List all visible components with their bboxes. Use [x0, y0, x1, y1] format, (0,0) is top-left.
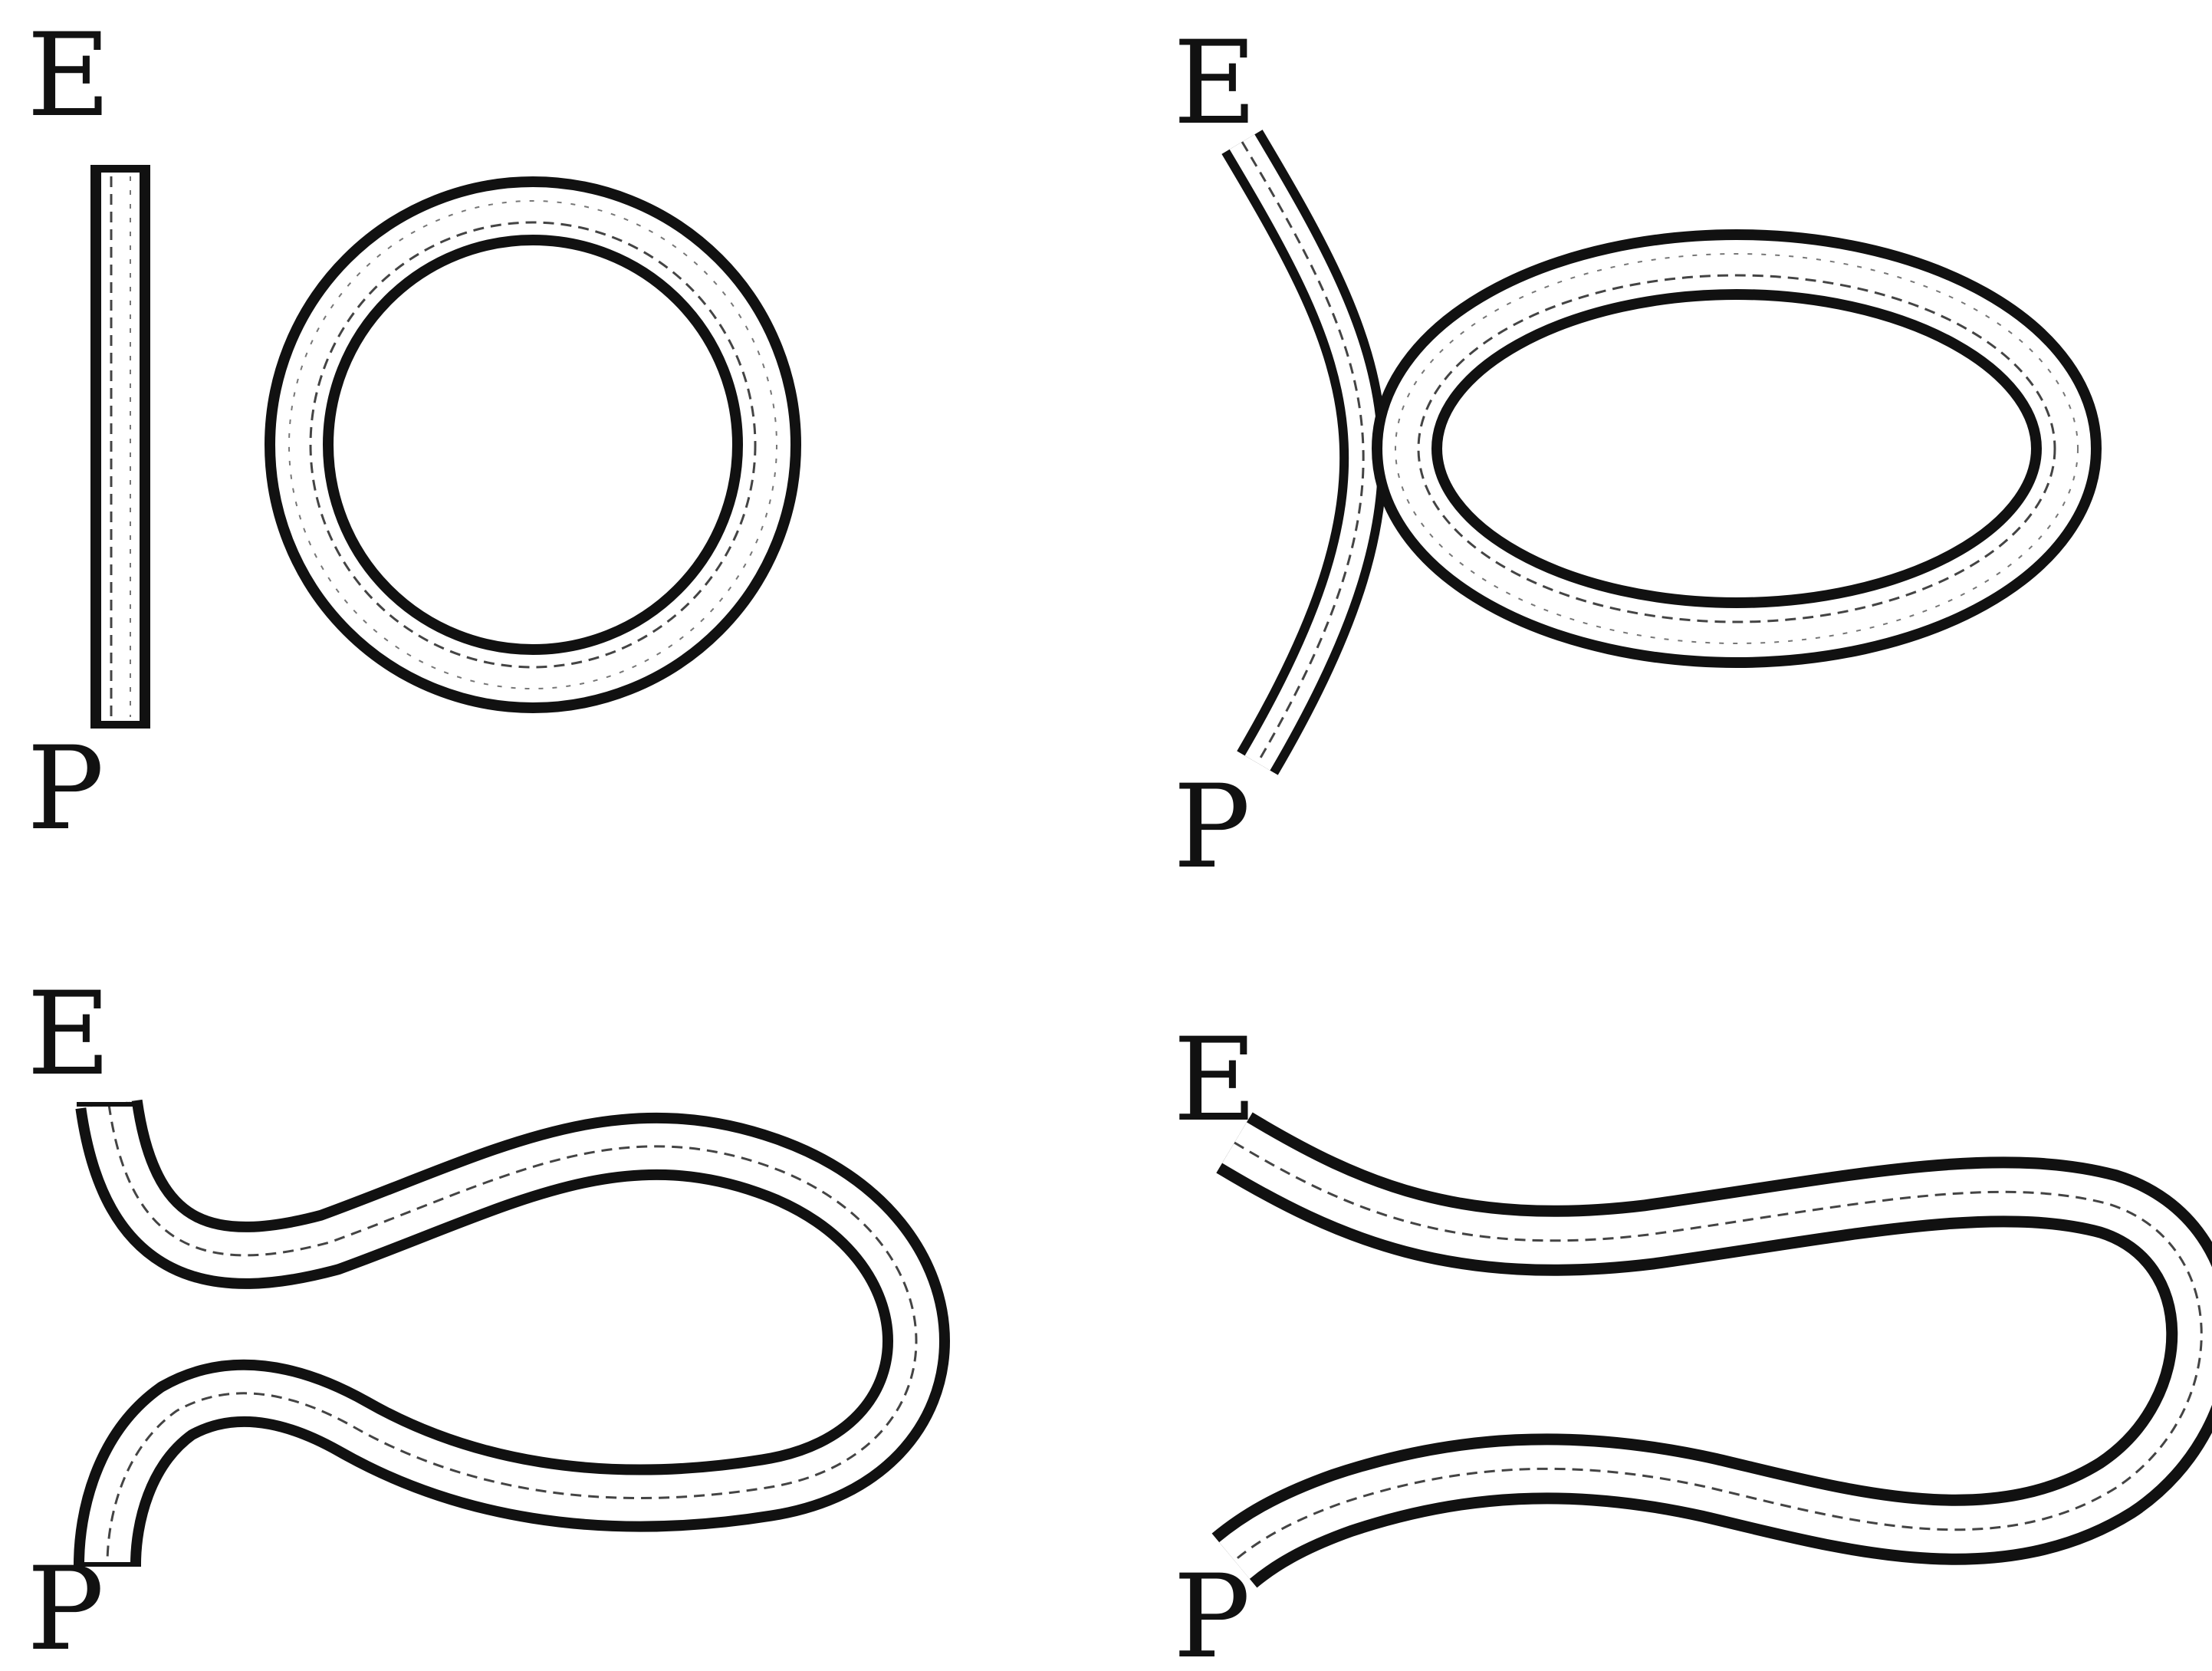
- panel-3-bottom-label: P: [27, 1543, 104, 1671]
- panel-2: E P: [1173, 17, 2078, 894]
- crossed-loop-tube: [1242, 142, 2078, 763]
- elongated-s-tube: [1234, 1143, 2201, 1561]
- panel-2-top-label: E: [1173, 17, 1257, 150]
- panel-3: E P: [27, 968, 916, 1671]
- panel-1-top-label: E: [27, 9, 111, 143]
- ring: [289, 201, 777, 689]
- panel-3-top-label: E: [27, 968, 111, 1101]
- straight-rod: [90, 165, 150, 729]
- panel-2-bottom-label: P: [1173, 761, 1251, 894]
- panel-4: E P: [1173, 1014, 2201, 1671]
- panel-1: E P: [27, 9, 777, 856]
- s-loop-tube: [74, 1104, 916, 1564]
- panel-1-bottom-label: P: [27, 722, 104, 856]
- panel-4-bottom-label: P: [1173, 1551, 1251, 1671]
